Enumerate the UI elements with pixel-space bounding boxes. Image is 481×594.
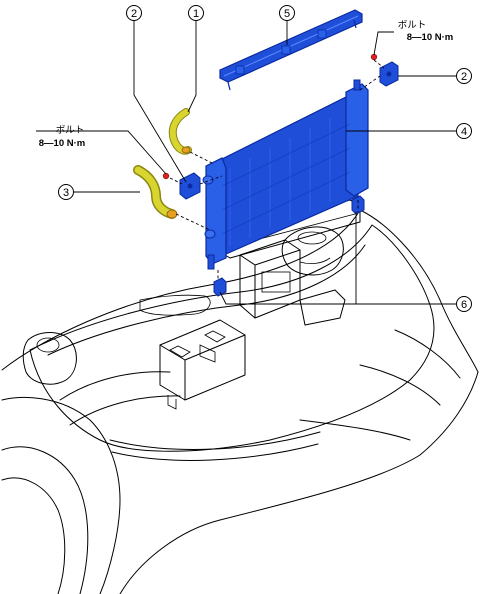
- torque-note-right: ボルト 8—10 N·m: [398, 20, 453, 43]
- radiator[interactable]: [202, 79, 369, 270]
- svg-text:8—10 N·m: 8—10 N·m: [407, 32, 453, 43]
- bolt-right[interactable]: [370, 53, 378, 61]
- callout-4: 4: [456, 123, 472, 139]
- torque-note-left: ボルト 8—10 N·m: [39, 125, 85, 149]
- radiator-upper-bracket[interactable]: [219, 9, 363, 91]
- air-box: [239, 239, 301, 319]
- svg-text:8—10 N·m: 8—10 N·m: [39, 138, 85, 149]
- upper-radiator-hose[interactable]: [168, 108, 192, 155]
- bolt-left[interactable]: [162, 172, 170, 180]
- svg-text:2: 2: [461, 71, 467, 83]
- svg-text:2: 2: [131, 8, 137, 20]
- callout-6: 6: [456, 296, 472, 312]
- svg-text:5: 5: [284, 8, 290, 20]
- callout-2-left: 2: [126, 5, 142, 21]
- lower-radiator-hose[interactable]: [133, 165, 178, 219]
- callout-2-right: 2: [456, 68, 472, 84]
- lower-mount-rubber-left[interactable]: [213, 277, 227, 297]
- svg-text:ボルト: ボルト: [398, 20, 427, 31]
- leader-lines: [36, 21, 456, 305]
- callout-5: 5: [279, 5, 295, 21]
- callout-1: 1: [188, 5, 204, 21]
- svg-text:3: 3: [63, 187, 69, 199]
- svg-text:4: 4: [461, 126, 467, 138]
- coolant-reservoir: [281, 226, 344, 276]
- lower-mount-rubber-right[interactable]: [351, 195, 365, 215]
- battery: [159, 319, 246, 410]
- callout-3: 3: [58, 184, 74, 200]
- svg-text:6: 6: [461, 299, 467, 311]
- radiator-mount-bracket-right[interactable]: [379, 61, 399, 87]
- assembly-guide-lines: [169, 59, 385, 280]
- svg-text:ボルト: ボルト: [56, 125, 85, 136]
- svg-text:1: 1: [193, 8, 199, 20]
